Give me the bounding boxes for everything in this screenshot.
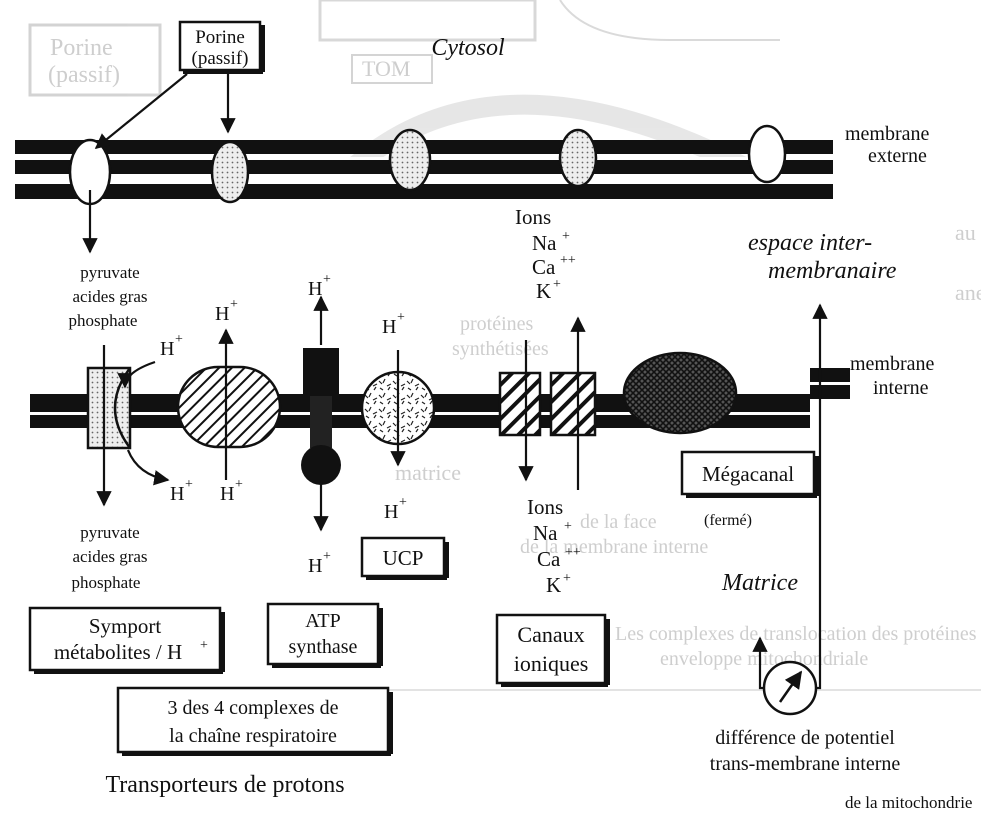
porin-2 [210, 140, 250, 204]
canaux-label: Canaux [517, 622, 584, 647]
svg-text:H: H [308, 278, 322, 300]
svg-text:+: + [397, 310, 405, 325]
svg-text:matrice: matrice [395, 460, 461, 485]
svg-text:pyruvate: pyruvate [80, 263, 139, 282]
svg-text:H: H [215, 303, 229, 325]
arrows [82, 73, 828, 670]
ions-bottom: Ions Na + Ca ++ K + [527, 495, 581, 597]
svg-text:H: H [308, 555, 322, 577]
potentiel-label-2: trans-membrane interne [710, 753, 901, 775]
megachannel [622, 351, 738, 435]
svg-text:Porine: Porine [50, 35, 113, 61]
megacanal-label: Mégacanal [702, 462, 794, 486]
svg-text:(passif): (passif) [48, 62, 120, 88]
synthase-label: synthase [289, 636, 358, 658]
symport-box: Symport métabolites / H + [28, 606, 225, 674]
svg-text:de la face: de la face [580, 511, 657, 533]
atp-box: ATP synthase [266, 602, 383, 668]
svg-text:+: + [323, 272, 331, 287]
transporteurs-label: Transporteurs de protons [105, 772, 344, 798]
svg-text:synthétisées: synthétisées [452, 338, 549, 360]
megacanal-box: Mégacanal [680, 450, 819, 498]
svg-text:ane: ane [955, 280, 981, 305]
metabolites-bottom: pyruvate acides gras phosphate [72, 523, 148, 592]
svg-text:Na: Na [532, 231, 557, 255]
ferme-label: (fermé) [704, 512, 752, 529]
svg-text:protéines: protéines [460, 313, 534, 335]
svg-text:Ca: Ca [532, 255, 556, 279]
passif-label: (passif) [192, 48, 249, 69]
espace-label-2: membranaire [768, 258, 897, 284]
svg-text:H: H [384, 501, 398, 523]
membrane-externe-label-2: externe [868, 145, 927, 167]
porin-3 [388, 128, 432, 192]
espace-label-1: espace inter- [748, 230, 872, 256]
svg-text:+: + [564, 519, 572, 534]
atp-label: ATP [305, 610, 341, 632]
svg-text:+: + [553, 277, 561, 292]
svg-text:+: + [230, 297, 238, 312]
ioniques-label: ioniques [514, 651, 589, 676]
svg-text:H: H [160, 338, 174, 360]
proton-labels: H+ H+ H+ H+ H+ H+ H+ H+ [160, 272, 407, 577]
porin-4 [558, 128, 598, 188]
svg-text:acides gras: acides gras [72, 547, 147, 566]
potentiel-label-1: différence de potentiel [715, 727, 895, 749]
svg-text:acides gras: acides gras [72, 287, 147, 306]
complexes-label-2: la chaîne respiratoire [169, 725, 337, 747]
svg-text:+: + [562, 229, 570, 244]
ucp-box: UCP [360, 536, 449, 580]
svg-text:H: H [382, 316, 396, 338]
svg-text:Ions: Ions [527, 495, 563, 519]
svg-text:Ions: Ions [515, 205, 551, 229]
svg-text:+: + [235, 477, 243, 492]
membrane-externe-label-1: membrane [845, 123, 930, 145]
svg-text:enveloppe mitochondriale: enveloppe mitochondriale [660, 648, 868, 670]
cytosol-label: Cytosol [431, 35, 505, 61]
canaux-box: Canaux ioniques [495, 613, 610, 687]
symport-h-plus: + [200, 638, 208, 653]
svg-text:++: ++ [560, 253, 576, 268]
svg-text:K: K [546, 573, 561, 597]
svg-text:Les complexes de translocation: Les complexes de translocation des proté… [615, 623, 977, 645]
atp-synthase-shape [301, 348, 341, 485]
porine-label: Porine [195, 27, 245, 48]
svg-text:+: + [563, 571, 571, 586]
porin-channels [68, 124, 787, 206]
svg-text:pyruvate: pyruvate [80, 523, 139, 542]
svg-text:+: + [399, 495, 407, 510]
svg-text:+: + [323, 549, 331, 564]
membrane-interne-label-2: interne [873, 377, 929, 399]
ion-channels [498, 371, 597, 437]
svg-text:Na: Na [533, 521, 558, 545]
svg-text:H: H [170, 483, 184, 505]
svg-text:TOM: TOM [362, 56, 411, 81]
voltmeter [758, 660, 822, 716]
svg-text:phosphate: phosphate [72, 573, 141, 592]
complexes-box: 3 des 4 complexes de la chaîne respirato… [116, 686, 393, 756]
footer-cut-text: de la mitochondrie [845, 793, 972, 812]
svg-text:+: + [175, 332, 183, 347]
matrice-label: Matrice [721, 570, 798, 596]
symport-label: Symport [89, 614, 162, 638]
svg-text:au: au [955, 220, 976, 245]
porine-box: Porine (passif) [178, 20, 265, 74]
svg-text:Ca: Ca [537, 547, 561, 571]
svg-text:K: K [536, 279, 551, 303]
ucp-label: UCP [383, 546, 424, 570]
respiratory-complex [176, 365, 282, 449]
svg-text:+: + [185, 477, 193, 492]
svg-text:++: ++ [565, 545, 581, 560]
svg-text:phosphate: phosphate [69, 311, 138, 330]
ions-top: Ions Na + Ca ++ K + [515, 205, 576, 303]
metabolites-top: pyruvate acides gras phosphate [69, 263, 148, 330]
membrane-interne-label-1: membrane [850, 353, 935, 375]
porin-5 [747, 124, 787, 184]
svg-text:H: H [220, 483, 234, 505]
complexes-label-1: 3 des 4 complexes de [167, 697, 338, 719]
metabolites-label: métabolites / H [54, 640, 182, 664]
symport-transporter [86, 366, 132, 450]
svg-text:de la membrane interne: de la membrane interne [520, 536, 708, 558]
